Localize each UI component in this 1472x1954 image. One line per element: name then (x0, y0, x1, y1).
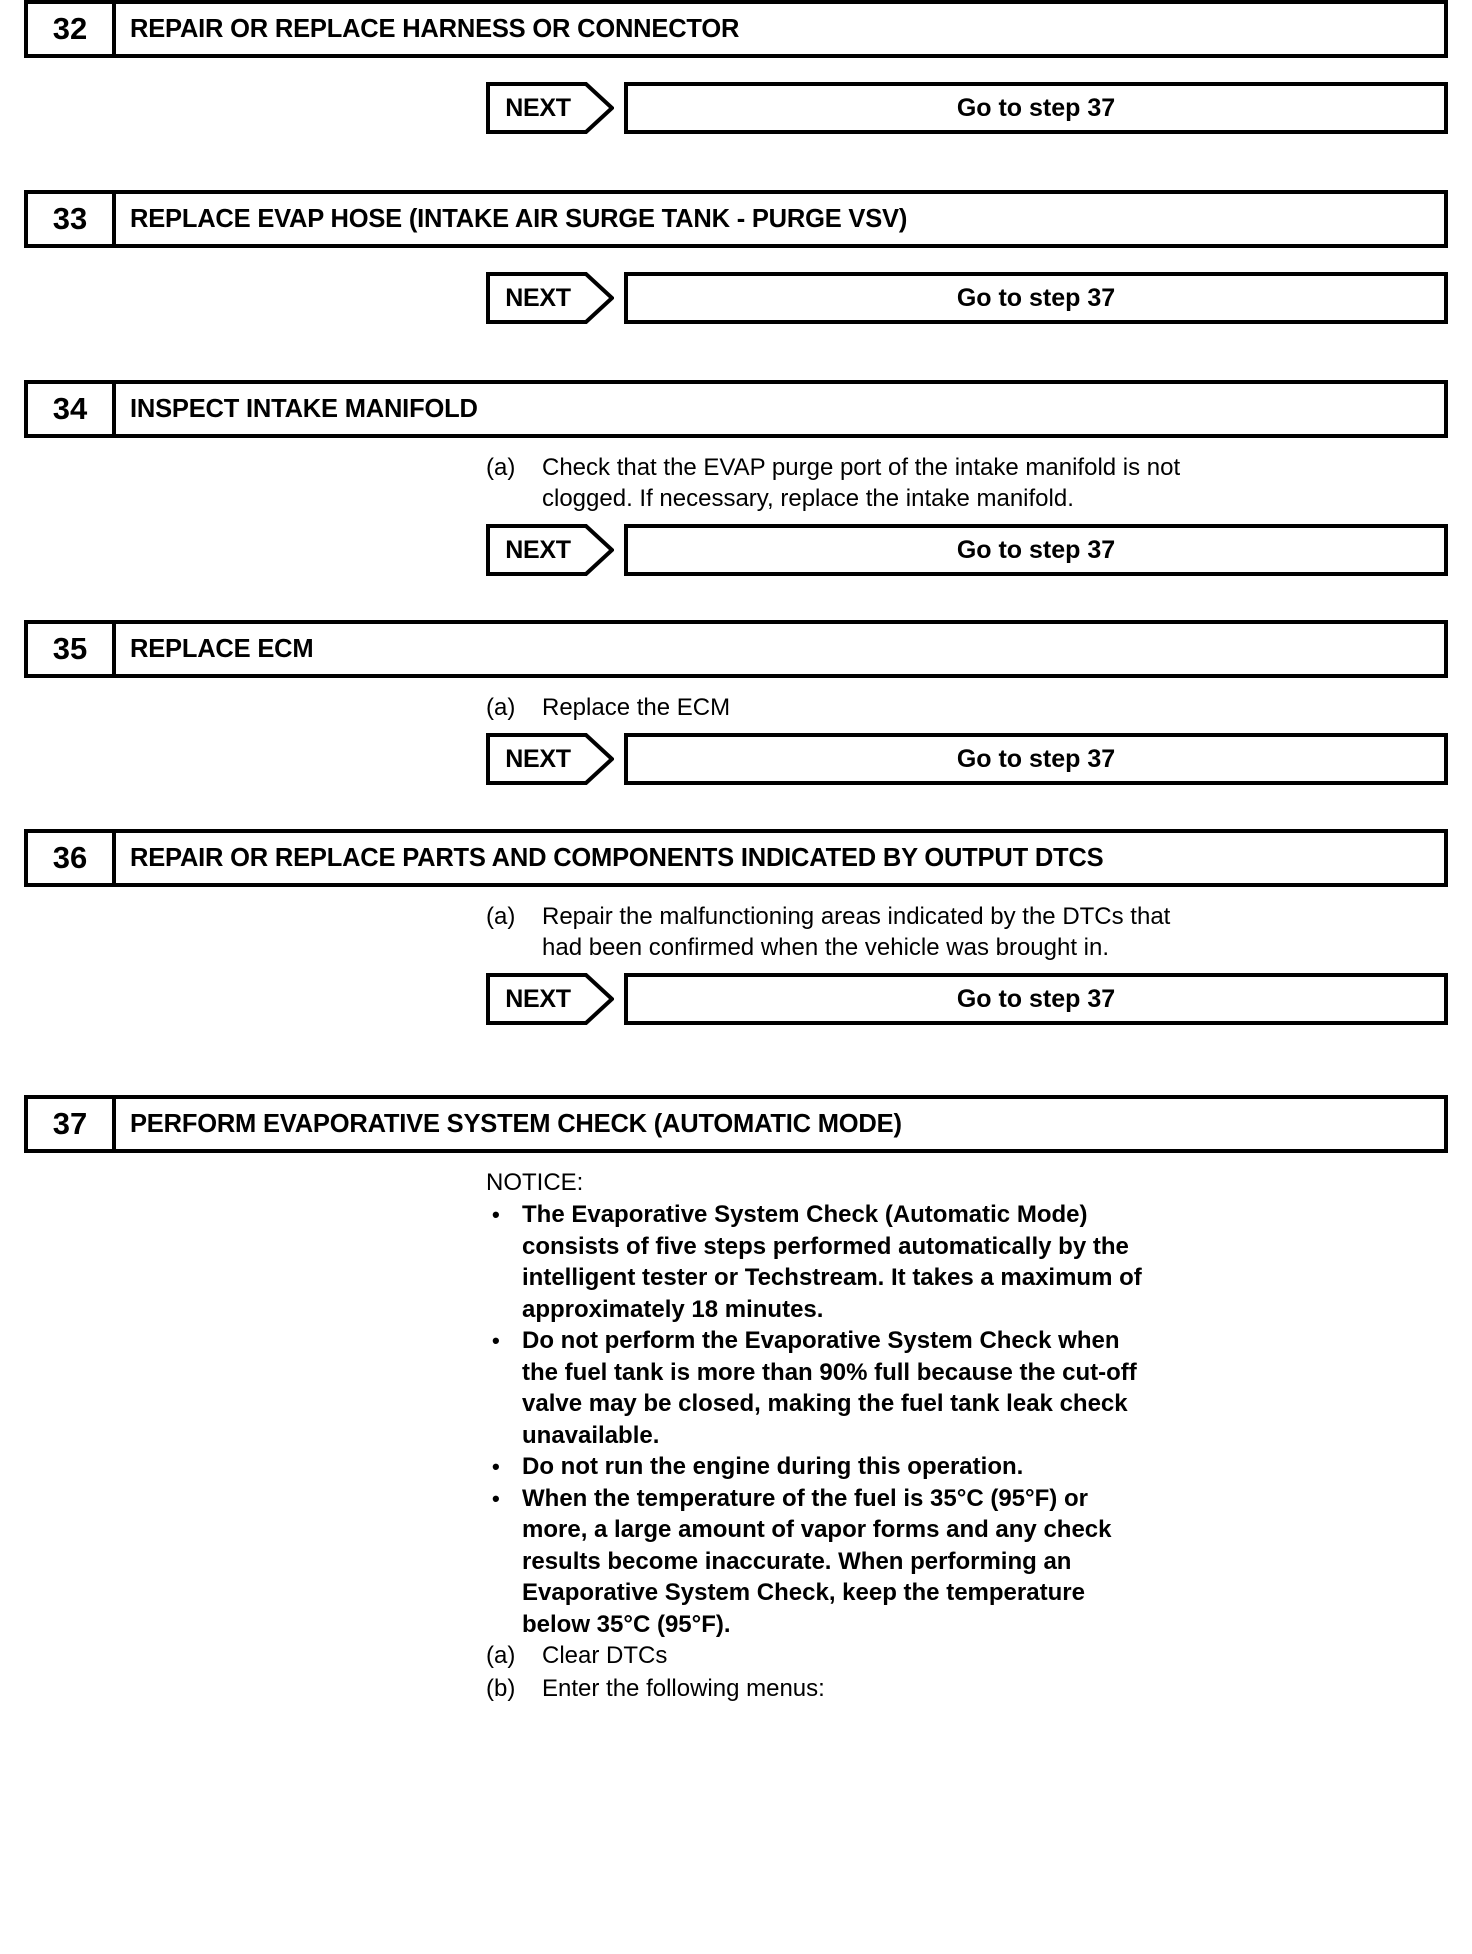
step-block-33: 33 REPLACE EVAP HOSE (INTAKE AIR SURGE T… (0, 190, 1472, 324)
notice-item: • The Evaporative System Check (Automati… (486, 1199, 1448, 1325)
instruction-text: Check that the EVAP purge port of the in… (542, 454, 1181, 512)
next-row: NEXT Go to step 37 (486, 82, 1448, 134)
instruction-text: Enter the following menus: (542, 1675, 825, 1702)
step-title: REPAIR OR REPLACE HARNESS OR CONNECTOR (130, 14, 740, 43)
next-label: NEXT (505, 283, 571, 312)
instruction-row: (a) Replace the ECM (486, 692, 1448, 723)
instruction-text: Repair the malfunctioning areas indicate… (542, 903, 1171, 961)
step-number: 35 (28, 624, 116, 674)
notice-heading: NOTICE: (486, 1169, 584, 1196)
instruction-label: (a) (486, 903, 516, 930)
step-title: INSPECT INTAKE MANIFOLD (130, 394, 478, 423)
next-label: NEXT (505, 535, 571, 564)
step-block-35: 35 REPLACE ECM (a) Replace the ECM NEXT … (0, 620, 1472, 785)
step-number: 37 (28, 1099, 116, 1149)
instruction-row: (b) Enter the following menus: (486, 1673, 1448, 1704)
instruction-row: (a) Clear DTCs (486, 1640, 1448, 1671)
next-target-box: Go to step 37 (624, 524, 1448, 576)
step-body-32: NEXT Go to step 37 (486, 58, 1448, 134)
instruction-label: (b) (486, 1675, 516, 1702)
bullet-icon: • (492, 1454, 500, 1479)
step-body-34: (a) Check that the EVAP purge port of th… (486, 438, 1448, 576)
instruction-label: (a) (486, 1642, 516, 1669)
next-arrow-icon (486, 733, 614, 785)
next-target-box: Go to step 37 (624, 82, 1448, 134)
instruction-text: Replace the ECM (542, 694, 731, 721)
step-number: 33 (28, 194, 116, 244)
next-arrow-tag: NEXT (486, 272, 614, 324)
step-header-32: 32 REPAIR OR REPLACE HARNESS OR CONNECTO… (24, 0, 1448, 58)
step-header-34: 34 INSPECT INTAKE MANIFOLD (24, 380, 1448, 438)
step-body-35: (a) Replace the ECM NEXT Go to step 37 (486, 678, 1448, 785)
next-target-box: Go to step 37 (624, 973, 1448, 1025)
next-row: NEXT Go to step 37 (486, 733, 1448, 785)
notice-item: • When the temperature of the fuel is 35… (486, 1483, 1448, 1641)
step-number: 36 (28, 833, 116, 883)
next-arrow-tag: NEXT (486, 82, 614, 134)
next-arrow-icon (486, 973, 614, 1025)
step-block-37: 37 PERFORM EVAPORATIVE SYSTEM CHECK (AUT… (0, 1095, 1472, 1704)
step-body-33: NEXT Go to step 37 (486, 248, 1448, 324)
notice-list: • The Evaporative System Check (Automati… (486, 1199, 1448, 1640)
step-header-33: 33 REPLACE EVAP HOSE (INTAKE AIR SURGE T… (24, 190, 1448, 248)
next-row: NEXT Go to step 37 (486, 973, 1448, 1025)
next-arrow-tag: NEXT (486, 973, 614, 1025)
next-arrow-icon (486, 524, 614, 576)
instruction-row: (a) Check that the EVAP purge port of th… (486, 452, 1448, 514)
step-title: PERFORM EVAPORATIVE SYSTEM CHECK (AUTOMA… (130, 1109, 902, 1138)
step-title: REPAIR OR REPLACE PARTS AND COMPONENTS I… (130, 843, 1104, 872)
step-number: 34 (28, 384, 116, 434)
step-header-35: 35 REPLACE ECM (24, 620, 1448, 678)
instruction-text: Clear DTCs (542, 1642, 668, 1669)
notice-item: • Do not run the engine during this oper… (486, 1451, 1448, 1483)
next-label: NEXT (505, 93, 571, 122)
bullet-icon: • (492, 1202, 500, 1227)
next-row: NEXT Go to step 37 (486, 524, 1448, 576)
step-header-36: 36 REPAIR OR REPLACE PARTS AND COMPONENT… (24, 829, 1448, 887)
bullet-icon: • (492, 1485, 500, 1511)
next-label: NEXT (505, 984, 571, 1013)
next-target-box: Go to step 37 (624, 733, 1448, 785)
next-arrow-tag: NEXT (486, 733, 614, 785)
notice-item-text: Do not run the engine during this operat… (522, 1453, 1024, 1480)
next-label: NEXT (505, 744, 571, 773)
step-body-36: (a) Repair the malfunctioning areas indi… (486, 887, 1448, 1025)
notice-item-text: The Evaporative System Check (Automatic … (522, 1201, 1142, 1323)
notice-item: • Do not perform the Evaporative System … (486, 1325, 1448, 1451)
notice-item-text: When the temperature of the fuel is 35°C… (522, 1484, 1112, 1638)
step-body-37: NOTICE: • The Evaporative System Check (… (486, 1153, 1448, 1704)
step-title: REPLACE ECM (130, 634, 314, 663)
next-row: NEXT Go to step 37 (486, 272, 1448, 324)
instruction-label: (a) (486, 454, 516, 481)
notice-item-text: Do not perform the Evaporative System Ch… (522, 1327, 1137, 1449)
step-header-37: 37 PERFORM EVAPORATIVE SYSTEM CHECK (AUT… (24, 1095, 1448, 1153)
next-arrow-tag: NEXT (486, 524, 614, 576)
instruction-label: (a) (486, 694, 516, 721)
bullet-icon: • (492, 1328, 500, 1353)
instruction-row: (a) Repair the malfunctioning areas indi… (486, 901, 1448, 963)
next-arrow-icon (486, 82, 614, 134)
step-block-32: 32 REPAIR OR REPLACE HARNESS OR CONNECTO… (0, 0, 1472, 134)
step-title: REPLACE EVAP HOSE (INTAKE AIR SURGE TANK… (130, 204, 908, 233)
next-arrow-icon (486, 272, 614, 324)
next-target-box: Go to step 37 (624, 272, 1448, 324)
step-number: 32 (28, 4, 116, 54)
step-block-34: 34 INSPECT INTAKE MANIFOLD (a) Check tha… (0, 380, 1472, 576)
step-block-36: 36 REPAIR OR REPLACE PARTS AND COMPONENT… (0, 829, 1472, 1025)
